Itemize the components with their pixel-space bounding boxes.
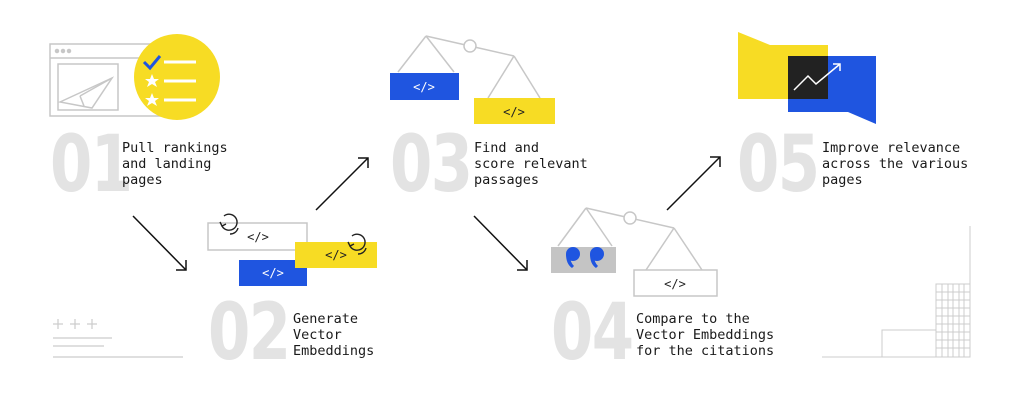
step-label-line: Generate — [293, 311, 359, 327]
step-label: Improve relevance across the various pag… — [822, 140, 968, 188]
scale-icon — [397, 35, 541, 99]
code-tag: </> — [503, 105, 525, 119]
step-label-line: Vector — [293, 327, 342, 343]
decorative-grid-right — [822, 226, 971, 358]
code-tag: </> — [664, 277, 686, 291]
step-label-line: Vector Embeddings — [636, 327, 775, 343]
arrow-icon — [666, 156, 721, 211]
step-number: 03 — [390, 120, 473, 210]
step-number: 04 — [551, 288, 634, 378]
code-blocks: </> </> — [390, 73, 555, 124]
scale-icon — [557, 207, 703, 271]
step-label-line: passages — [474, 172, 540, 188]
trend-chart-icon — [788, 56, 841, 99]
step-label-line: score relevant — [474, 156, 588, 172]
step-label-line: pages — [822, 172, 863, 188]
arrow-icon — [473, 215, 528, 271]
step-label: Generate Vector Embeddings — [293, 311, 374, 359]
step-label: Compare to the Vector Embeddings for the… — [636, 311, 774, 359]
code-tag: </> — [325, 248, 347, 262]
arrow-icon — [315, 157, 369, 211]
step-label-line: Improve relevance — [822, 140, 961, 156]
step-number: 02 — [208, 288, 291, 378]
step-label-line: across the various — [822, 156, 969, 172]
code-boxes-illustration: </> </> </> — [207, 222, 377, 286]
step-label-line: Pull rankings — [122, 140, 228, 156]
step-label-line: and landing — [122, 156, 212, 172]
step-label-line: pages — [122, 172, 163, 188]
step-number: 05 — [737, 120, 820, 210]
code-tag: </> — [413, 80, 435, 94]
refresh-icon — [347, 233, 367, 255]
step-label-line: for the citations — [636, 343, 775, 359]
step-label: Find and score relevant passages — [474, 140, 588, 188]
code-tag: </> — [247, 230, 269, 244]
step-number: 01 — [50, 120, 133, 210]
step-label-line: Find and — [474, 140, 540, 156]
checklist-icon — [134, 34, 220, 120]
step-label-line: Compare to the — [636, 311, 750, 327]
code-tag: </> — [262, 266, 284, 280]
code-block-outline: </> — [633, 269, 718, 297]
step-label-line: Embeddings — [293, 343, 375, 359]
paper-plane-icon — [57, 76, 115, 109]
arrow-icon — [132, 215, 187, 271]
decorative-lines-left — [53, 319, 183, 358]
step-label: Pull rankings and landing pages — [122, 140, 228, 188]
quote-icon — [551, 247, 616, 273]
refresh-icon — [219, 213, 239, 235]
